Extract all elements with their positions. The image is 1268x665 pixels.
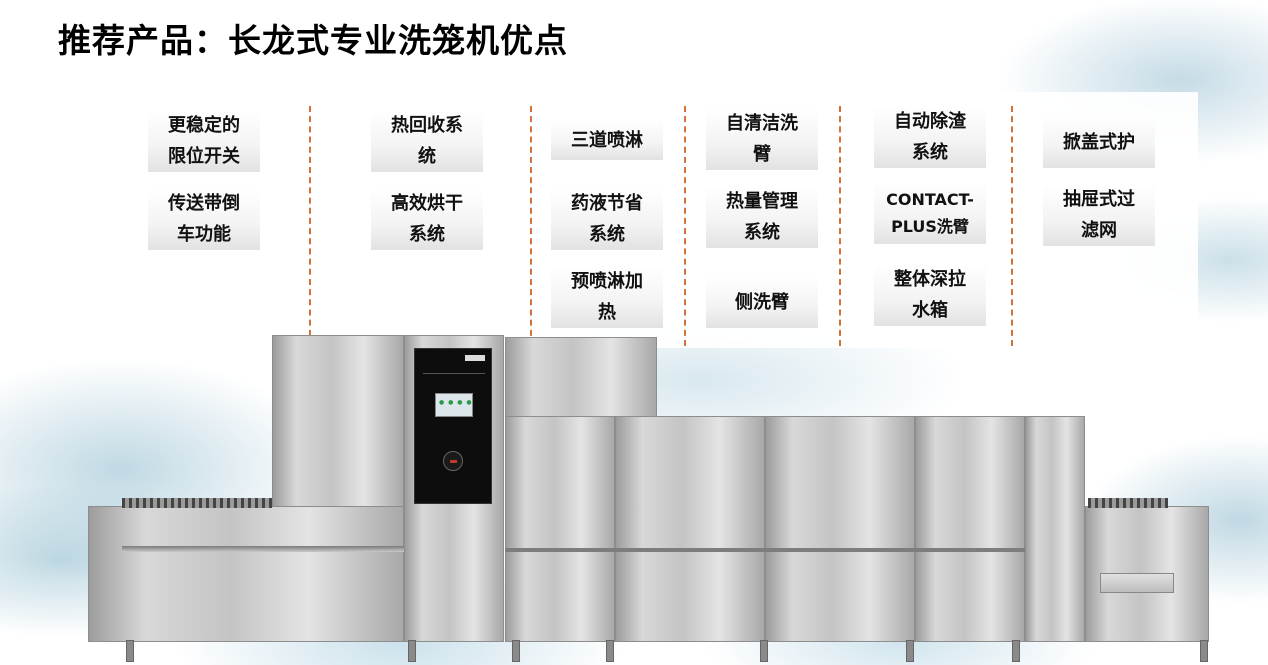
feature-tag: 更稳定的 限位开关 [148, 110, 260, 172]
wash-door[interactable] [915, 416, 1025, 642]
feature-text: 整体深拉 [894, 269, 966, 290]
feature-text: 热回收系 [391, 115, 463, 136]
wash-door[interactable] [615, 416, 765, 642]
machine-leg [126, 640, 134, 662]
panel-line [423, 373, 485, 374]
feature-tag: 侧洗臂 [706, 276, 818, 328]
start-knob-icon[interactable] [443, 451, 463, 471]
feature-tag: 三道喷淋 [551, 120, 663, 160]
feature-text: 抽屉式过 [1063, 189, 1135, 210]
guide-rail [122, 546, 404, 552]
feature-text: 自动除渣 [894, 111, 966, 132]
feature-text: 药液节省 [571, 193, 643, 214]
feature-tag: CONTACT- PLUS洗臂 [874, 182, 986, 244]
column-divider [839, 106, 841, 346]
control-panel: ● ● ● ● [414, 348, 492, 504]
feature-text: 预喷淋加 [571, 271, 643, 292]
feature-text: 统 [418, 146, 436, 167]
wash-door[interactable] [765, 416, 915, 642]
feature-text: 热 [598, 302, 616, 323]
feature-tag: 抽屉式过 滤网 [1043, 184, 1155, 246]
machine-leg [1200, 640, 1208, 662]
feature-text: 更稳定的 [168, 115, 240, 136]
filter-drawer[interactable] [1100, 573, 1174, 593]
conveyor-rollers [1088, 498, 1168, 508]
machine-leg [408, 640, 416, 662]
feature-text: 限位开关 [168, 146, 240, 167]
column-divider [530, 106, 532, 346]
feature-tag: 自清洁洗 臂 [706, 108, 818, 170]
feature-tag: 传送带倒 车功能 [148, 188, 260, 250]
feature-text: 车功能 [177, 224, 231, 245]
feature-tag: 高效烘干 系统 [371, 188, 483, 250]
feature-text: 传送带倒 [168, 193, 240, 214]
feature-text: 系统 [409, 224, 445, 245]
dryer-section [1025, 416, 1085, 642]
feature-tag: 自动除渣 系统 [874, 106, 986, 168]
machine-leg [906, 640, 914, 662]
page-title: 推荐产品：长龙式专业洗笼机优点 [58, 21, 568, 60]
feature-text: 侧洗臂 [735, 291, 789, 313]
prewash-hood [272, 335, 404, 507]
feature-text: 系统 [912, 142, 948, 163]
feature-tag: 预喷淋加 热 [551, 266, 663, 328]
machine-leg [1012, 640, 1020, 662]
feature-text: CONTACT- [886, 190, 974, 209]
wash-door[interactable] [505, 416, 615, 642]
feature-text: 水箱 [912, 300, 948, 321]
column-divider [684, 106, 686, 346]
door-seam [505, 548, 1025, 552]
machine-leg [606, 640, 614, 662]
feature-tag: 药液节省 系统 [551, 188, 663, 250]
feature-tag: 热量管理 系统 [706, 186, 818, 248]
feature-tag: 整体深拉 水箱 [874, 264, 986, 326]
feature-text: 系统 [744, 222, 780, 243]
upper-hood [505, 337, 657, 417]
feature-text: 臂 [753, 144, 771, 165]
feature-text: 自清洁洗 [726, 113, 798, 134]
loading-section [88, 506, 404, 642]
feature-text: PLUS洗臂 [891, 217, 969, 236]
feature-text: 热量管理 [726, 191, 798, 212]
machine-leg [760, 640, 768, 662]
column-divider [1011, 106, 1013, 346]
feature-text: 系统 [589, 224, 625, 245]
touch-screen[interactable] [435, 393, 473, 417]
brand-logo-icon [465, 355, 485, 361]
feature-tag: 掀盖式护 [1043, 116, 1155, 168]
machine-leg [512, 640, 520, 662]
column-divider [309, 106, 311, 346]
feature-tag: 热回收系 统 [371, 110, 483, 172]
feature-text: 掀盖式护 [1063, 131, 1135, 153]
status-lights-icon: ● ● ● ● [439, 399, 473, 406]
conveyor-rollers [122, 498, 272, 508]
feature-text: 三道喷淋 [571, 129, 643, 151]
feature-text: 滤网 [1081, 220, 1117, 241]
feature-text: 高效烘干 [391, 193, 463, 214]
